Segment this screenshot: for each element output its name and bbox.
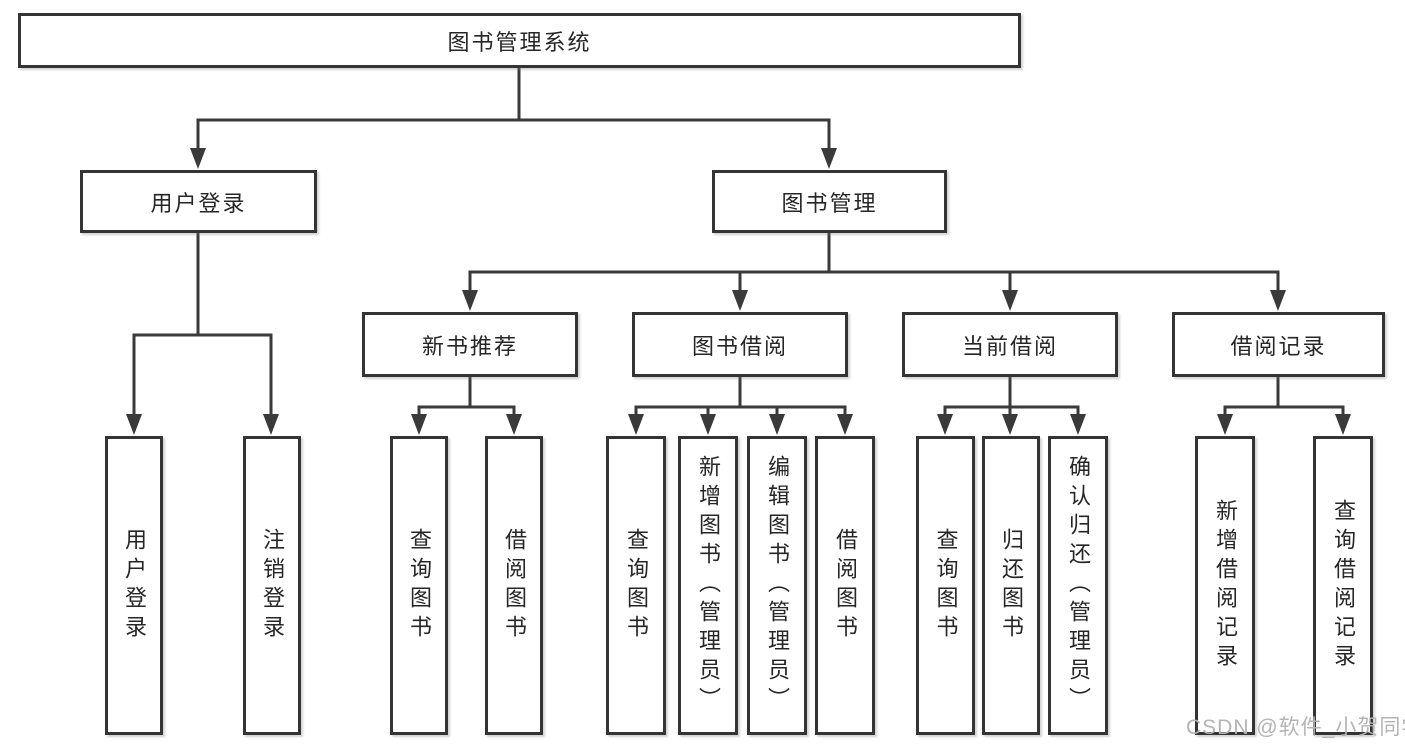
- connector: [190, 68, 837, 169]
- node-leaf-user-login: 用户登录: [105, 436, 163, 735]
- node-label: 借阅图书: [502, 527, 527, 644]
- node-label: 用户登录: [150, 190, 247, 216]
- arrowhead-down-icon: [821, 148, 837, 169]
- node-label: 注销登录: [260, 527, 285, 644]
- node-root: 图书管理系统: [18, 13, 1021, 68]
- node-label: 新增借阅记录: [1213, 498, 1238, 673]
- node-label: 编辑图书（管理员）: [765, 455, 790, 716]
- node-leaf-cb-query-book: 查询图书: [916, 436, 975, 735]
- node-label: 借阅记录: [1230, 333, 1327, 359]
- node-label: 确认归还（管理员）: [1066, 455, 1091, 716]
- node-leaf-br-add-record: 新增借阅记录: [1195, 436, 1255, 735]
- node-label: 图书管理: [781, 190, 878, 216]
- node-user-login: 用户登录: [80, 170, 317, 233]
- arrowhead-down-icon: [837, 414, 853, 435]
- arrowhead-down-icon: [462, 290, 478, 311]
- connector: [628, 377, 853, 435]
- node-leaf-bb-query-book: 查询图书: [606, 436, 666, 735]
- node-label: 归还图书: [999, 527, 1024, 644]
- node-label: 查询图书: [407, 527, 432, 644]
- node-leaf-logout: 注销登录: [243, 436, 301, 735]
- node-label: 当前借阅: [961, 333, 1058, 359]
- node-leaf-bb-edit-book: 编辑图书（管理员）: [747, 436, 807, 735]
- arrowhead-down-icon: [1002, 414, 1018, 435]
- node-leaf-bb-borrow-book: 借阅图书: [815, 436, 875, 735]
- node-label: 查询图书: [933, 527, 959, 644]
- node-new-book-recommend: 新书推荐: [362, 312, 578, 377]
- node-leaf-cb-confirm-return: 确认归还（管理员）: [1048, 436, 1108, 735]
- arrowhead-down-icon: [628, 414, 644, 435]
- arrowhead-down-icon: [126, 414, 142, 435]
- arrowhead-down-icon: [190, 148, 206, 169]
- node-label: 查询借阅记录: [1331, 498, 1356, 673]
- arrowhead-down-icon: [732, 290, 748, 311]
- node-leaf-br-query-record: 查询借阅记录: [1313, 436, 1373, 735]
- arrowhead-down-icon: [1335, 414, 1351, 435]
- arrowhead-down-icon: [1070, 414, 1086, 435]
- connector: [462, 233, 1286, 311]
- node-label: 图书管理系统: [447, 29, 592, 55]
- node-leaf-rec-query-book: 查询图书: [390, 436, 448, 735]
- arrowhead-down-icon: [937, 414, 953, 435]
- arrowhead-down-icon: [263, 414, 279, 435]
- arrowhead-down-icon: [1217, 414, 1233, 435]
- connector: [411, 377, 522, 435]
- arrowhead-down-icon: [1270, 290, 1286, 311]
- node-leaf-cb-return-book: 归还图书: [982, 436, 1040, 735]
- node-borrow-record: 借阅记录: [1172, 312, 1385, 377]
- node-leaf-rec-borrow-book: 借阅图书: [485, 436, 543, 735]
- arrowhead-down-icon: [1002, 290, 1018, 311]
- node-book-borrow: 图书借阅: [632, 312, 848, 377]
- arrowhead-down-icon: [769, 414, 785, 435]
- node-label: 新书推荐: [421, 333, 518, 359]
- node-label: 图书借阅: [691, 333, 788, 359]
- watermark: CSDN @软件_小贺同学: [1186, 716, 1405, 739]
- arrowhead-down-icon: [411, 414, 427, 435]
- node-label: 借阅图书: [833, 527, 858, 644]
- arrowhead-down-icon: [700, 414, 716, 435]
- connector: [937, 377, 1086, 435]
- node-current-borrow: 当前借阅: [902, 312, 1118, 377]
- node-label: 查询图书: [624, 527, 649, 644]
- connector: [1217, 377, 1351, 435]
- node-label: 新增图书（管理员）: [696, 455, 721, 716]
- arrowhead-down-icon: [506, 414, 522, 435]
- connector: [126, 233, 279, 435]
- node-leaf-bb-add-book: 新增图书（管理员）: [678, 436, 738, 735]
- node-label: 用户登录: [122, 527, 147, 644]
- node-book-management: 图书管理: [712, 170, 947, 233]
